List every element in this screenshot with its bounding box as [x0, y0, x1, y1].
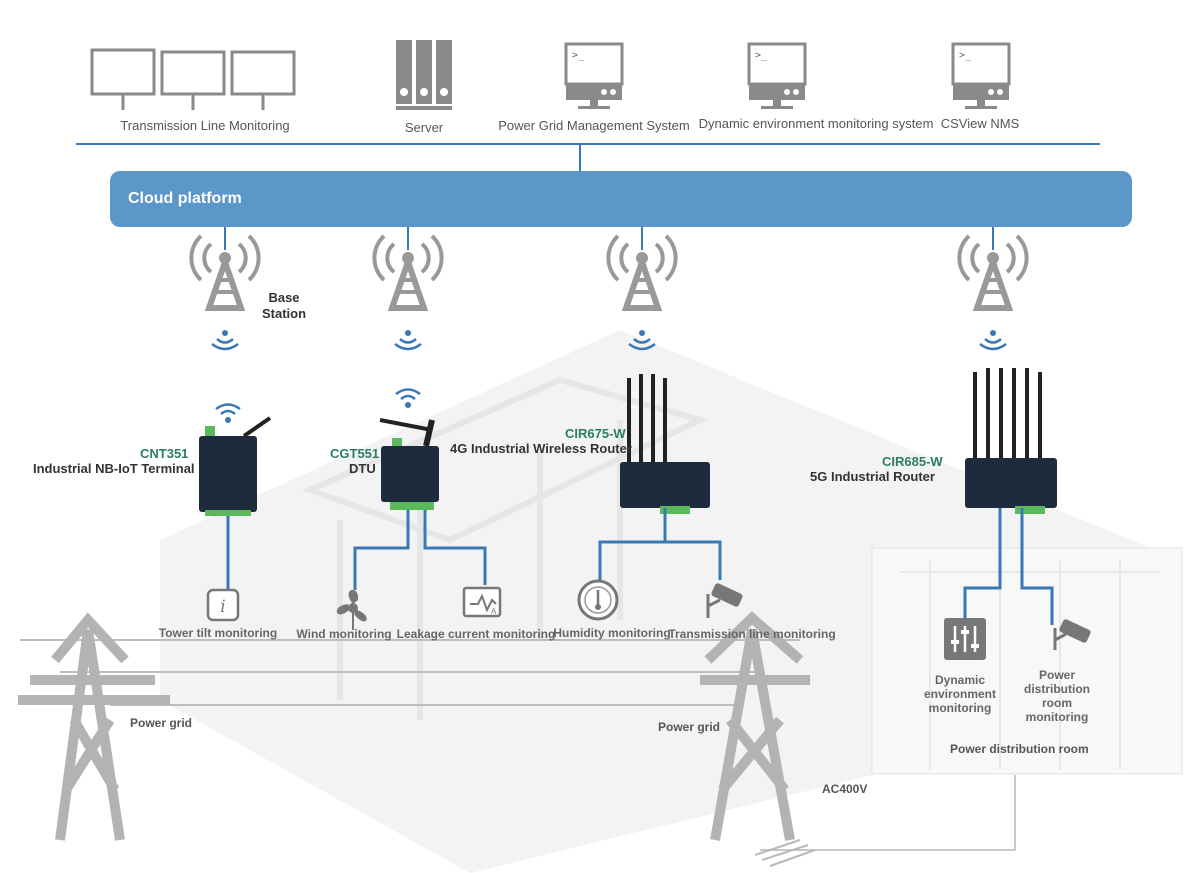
- top-label-transmission: Transmission Line Monitoring: [120, 118, 290, 133]
- base-station-icon: [372, 234, 444, 311]
- base-station-icon: [606, 234, 678, 311]
- svg-text:>_: >_: [755, 50, 768, 61]
- device-cir675: [620, 374, 710, 514]
- sensor-label-leakage: Leakage current monitoring: [396, 627, 556, 641]
- device-desc-cir675: 4G Industrial Wireless Router: [450, 441, 632, 456]
- device-model-cir675: CIR675-W: [565, 426, 626, 441]
- svg-text:>_: >_: [959, 50, 972, 61]
- sensor-label-transmission-line: Transmission line monitoring: [668, 627, 836, 641]
- svg-text:A: A: [491, 607, 497, 616]
- power-room-label: Power distribution room: [950, 742, 1089, 756]
- power-room-cabinet: [871, 547, 1183, 775]
- power-lines: [20, 639, 800, 706]
- base-station-label: Base Station: [261, 290, 307, 321]
- device-model-cnt351: CNT351: [140, 446, 189, 461]
- info-icon: i: [206, 588, 240, 622]
- gauge-icon: [577, 579, 619, 621]
- svg-text:i: i: [220, 597, 225, 617]
- room-sensor-label-power-room: Power distribution room monitoring: [1024, 668, 1090, 724]
- power-pylon-right: [700, 611, 810, 841]
- terminal-icon: >_: [747, 42, 807, 109]
- wifi-icon: [395, 388, 421, 408]
- device-desc-cnt351: Industrial NB-IoT Terminal: [33, 461, 195, 476]
- device-desc-cgt551: DTU: [349, 461, 376, 476]
- ac-feed-line: [760, 775, 1016, 851]
- device-cnt351: [199, 416, 272, 516]
- device-cir685: [965, 368, 1057, 514]
- sensor-label-wind: Wind monitoring: [296, 627, 392, 641]
- wifi-icon: [215, 403, 241, 423]
- camera-icon: [706, 583, 743, 618]
- power-grid-label-left: Power grid: [130, 716, 193, 730]
- sensor-label-tower-tilt: Tower tilt monitoring: [158, 626, 278, 640]
- top-label-server: Server: [404, 120, 444, 135]
- signal-icon: [394, 330, 422, 351]
- ammeter-icon: A: [462, 586, 502, 618]
- power-grid-label-right: Power grid: [658, 720, 721, 734]
- power-pylon-left: [18, 612, 170, 841]
- fan-icon: [336, 589, 367, 630]
- ground-wires: [754, 839, 816, 867]
- terminal-icon: >_: [951, 42, 1011, 109]
- ac-voltage-label: AC400V: [822, 782, 868, 796]
- server-icon: [396, 40, 452, 110]
- terminal-icon: >_: [564, 42, 624, 109]
- device-desc-cir685: 5G Industrial Router: [810, 469, 935, 484]
- top-label-dynamic-env: Dynamic environment monitoring system: [698, 116, 934, 131]
- camera-icon: [1053, 619, 1091, 650]
- base-station-icon: [189, 234, 261, 311]
- top-label-grid-management: Power Grid Management System: [498, 118, 690, 133]
- signal-icon: [628, 330, 656, 351]
- sensor-label-humidity: Humidity monitoring: [553, 626, 671, 640]
- base-station-icon: [957, 234, 1029, 311]
- svg-text:>_: >_: [572, 50, 585, 61]
- monitors-icon: [90, 48, 296, 110]
- signal-icon: [979, 330, 1007, 351]
- cabinet-lines: [900, 560, 1160, 770]
- device-model-cir685: CIR685-W: [882, 454, 943, 469]
- cloud-tower-links: [224, 227, 994, 250]
- wifi-icons: [211, 330, 1007, 423]
- room-sensor-label-dynamic: Dynamic environment monitoring: [923, 673, 996, 715]
- cloud-platform-label: Cloud platform: [128, 190, 242, 207]
- device-cgt551: [379, 418, 439, 510]
- sliders-icon: [944, 618, 986, 660]
- base-station-towers: [189, 234, 1029, 311]
- signal-icon: [211, 330, 239, 351]
- sensor-links: [226, 508, 1054, 625]
- cloud-platform-bar: Cloud platform: [110, 171, 1132, 227]
- device-model-cgt551: CGT551: [330, 446, 380, 461]
- top-label-csview: CSView NMS: [940, 116, 1020, 131]
